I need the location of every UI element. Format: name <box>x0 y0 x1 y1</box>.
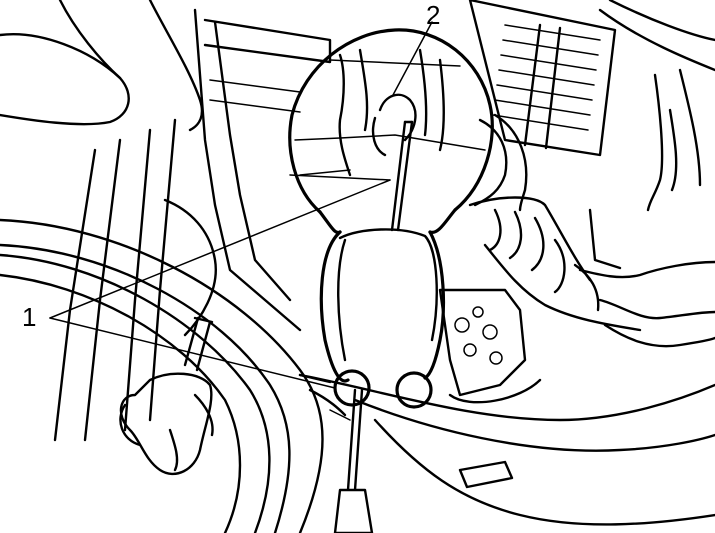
screwdriver-handle <box>333 488 374 533</box>
mounting-bracket <box>438 288 542 404</box>
vertical-pillar <box>193 8 302 332</box>
clip-loop <box>319 228 446 383</box>
wheel-arch <box>0 218 324 533</box>
callout-circle-right <box>395 371 433 409</box>
upper-hose <box>598 8 715 72</box>
corrugated-hose <box>468 196 715 348</box>
leader-lines <box>49 21 433 421</box>
magnified-detail <box>288 28 494 235</box>
upper-body-panel <box>0 33 130 126</box>
screwdriver-shaft-upper <box>396 120 414 232</box>
callout-label-2: 2 <box>426 0 441 30</box>
bulb-socket <box>119 372 214 476</box>
callout-label-1: 1 <box>22 302 37 332</box>
radiator-grille <box>468 0 617 157</box>
screwdriver-shaft-lower <box>346 388 357 492</box>
crossmember <box>203 18 332 64</box>
